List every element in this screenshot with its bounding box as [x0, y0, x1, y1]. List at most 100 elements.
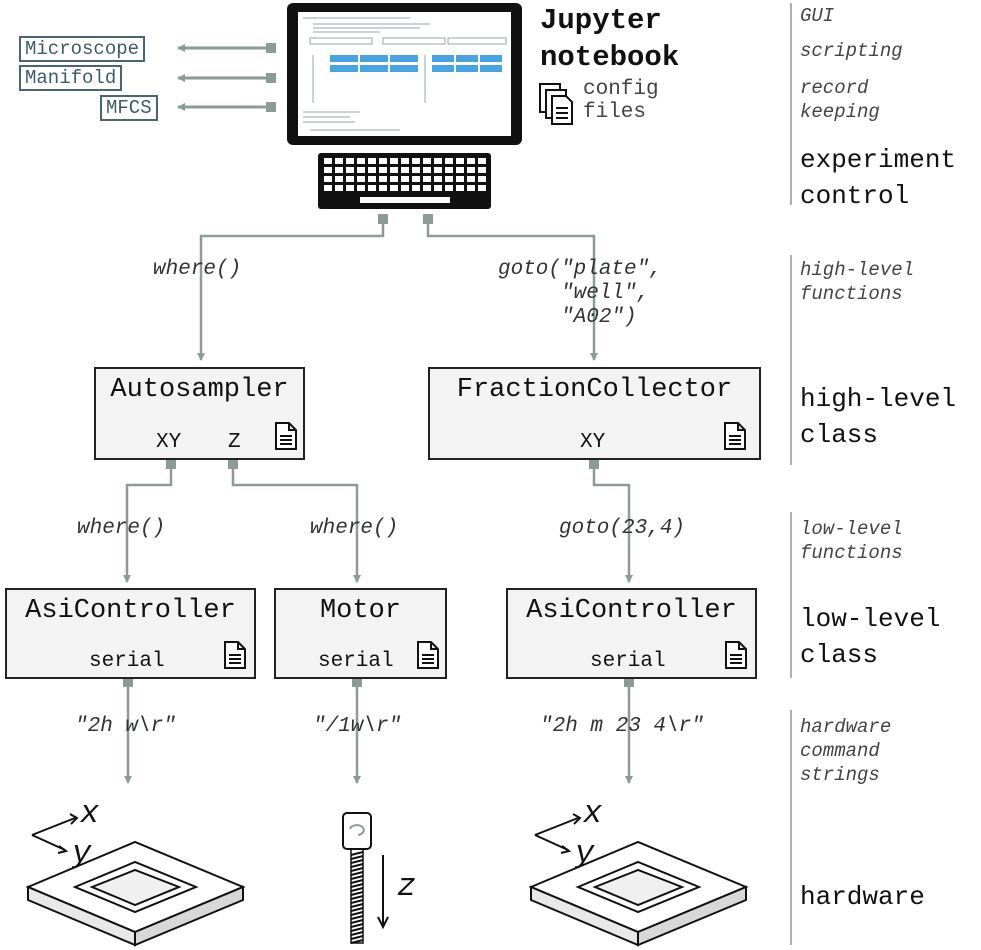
xy-axes-right: [534, 813, 582, 854]
screw-thread-line: [350, 887, 364, 892]
config-files-label: config files: [583, 78, 659, 124]
keyboard-key: [390, 185, 398, 191]
motor-class: Motor serial: [274, 588, 447, 679]
keyboard-key: [357, 176, 365, 182]
keyboard-key: [478, 185, 486, 191]
axis-y-left: y: [72, 835, 92, 872]
keyboard-key: [390, 158, 398, 164]
call-where-xy: where(): [77, 517, 166, 540]
keyboard-key: [412, 158, 420, 164]
keyboard-key: [390, 176, 398, 182]
screw-thread-line: [350, 919, 364, 924]
axis-z: z: [397, 868, 417, 905]
microscope-device: Microscope: [19, 36, 146, 62]
call-goto-low: goto(23,4): [559, 517, 686, 540]
keyboard-key: [445, 158, 453, 164]
layer-high-level-class: high-level class: [800, 384, 957, 450]
keyboard-key: [357, 158, 365, 164]
layer-gui: GUI: [800, 5, 835, 27]
keyboard-key: [412, 185, 420, 191]
keyboard-key: [346, 158, 354, 164]
screw-thread-line: [350, 935, 364, 940]
asi-controller-left-title: AsiController: [25, 596, 236, 626]
document-icon: [417, 641, 439, 669]
port-connectors: [123, 214, 634, 687]
axis-y-right: y: [575, 835, 595, 872]
keyboard-key: [379, 185, 387, 191]
layer-experiment-control: experiment control: [800, 145, 957, 211]
keyboard-key: [346, 185, 354, 191]
app-title: Jupyter notebook: [540, 4, 680, 74]
layer-low-level-class: low-level class: [800, 604, 941, 670]
keyboard-key: [357, 185, 365, 191]
keyboard-key: [423, 185, 431, 191]
motor-screw-icon: [342, 812, 372, 944]
motor-port: serial: [318, 650, 394, 673]
keyboard-key: [346, 167, 354, 173]
xy-stage-left-icon: [25, 840, 246, 947]
keyboard-key: [368, 185, 376, 191]
screw-thread-line: [350, 895, 364, 900]
xy-stage-right-icon: [528, 840, 749, 947]
keyboard-key: [401, 185, 409, 191]
layer-hardware-command-strings: hardware command strings: [800, 716, 892, 786]
fraction-collector-title: FractionCollector: [456, 375, 733, 405]
keyboard-key: [324, 167, 332, 173]
keyboard-key: [423, 158, 431, 164]
class-wires: [123, 465, 633, 583]
keyboard-key: [434, 185, 442, 191]
keyboard-key: [335, 167, 343, 173]
config-files-icon: [539, 83, 573, 125]
call-where-top: where(): [153, 258, 242, 281]
keyboard-key: [456, 185, 464, 191]
keyboard-key: [445, 167, 453, 173]
keyboard-key: [401, 158, 409, 164]
keyboard-key: [434, 167, 442, 173]
keyboard-key: [335, 185, 343, 191]
keyboard-key: [346, 176, 354, 182]
keyboard-key: [379, 158, 387, 164]
document-icon: [275, 422, 297, 450]
keyboard-key: [467, 167, 475, 173]
keyboard-key: [368, 167, 376, 173]
serial-wires: [124, 683, 633, 784]
keyboard-key: [456, 158, 464, 164]
keyboard-key: [335, 176, 343, 182]
notebook-buttons: [330, 55, 502, 72]
command-motor: "/1w\r": [313, 715, 402, 738]
screw-thread-line: [350, 891, 364, 896]
motor-title: Motor: [319, 596, 401, 626]
document-icon: [725, 641, 747, 669]
keyboard-key: [412, 167, 420, 173]
screw-thread-line: [350, 867, 364, 872]
asi-controller-right-port: serial: [590, 650, 666, 673]
xy-axes-left: [31, 813, 79, 854]
autosampler-class: Autosampler XY Z: [94, 367, 305, 460]
screw-thread-line: [350, 931, 364, 936]
keyboard-key: [478, 176, 486, 182]
keyboard-key: [478, 158, 486, 164]
keyboard-icon: [318, 153, 491, 209]
keyboard-key: [467, 176, 475, 182]
screw-thread-line: [350, 903, 364, 908]
keyboard-key: [401, 167, 409, 173]
fraction-collector-class: FractionCollector XY: [428, 367, 761, 460]
screw-thread-line: [350, 927, 364, 932]
notebook-wires: [197, 220, 598, 361]
keyboard-key: [390, 167, 398, 173]
asi-controller-right-title: AsiController: [526, 596, 737, 626]
command-asi-left: "2h w\r": [75, 715, 176, 738]
keyboard-key: [445, 185, 453, 191]
manifold-device: Manifold: [19, 65, 123, 91]
keyboard-key: [456, 167, 464, 173]
autosampler-port-z: Z: [228, 431, 241, 454]
screw-thread-line: [350, 899, 364, 904]
keyboard-key: [324, 185, 332, 191]
keyboard-key: [324, 176, 332, 182]
screw-thread-line: [350, 907, 364, 912]
fraction-collector-port-xy: XY: [580, 431, 606, 454]
asi-controller-left-port: serial: [89, 650, 165, 673]
screw-thread-line: [350, 855, 364, 860]
keyboard-key: [324, 158, 332, 164]
